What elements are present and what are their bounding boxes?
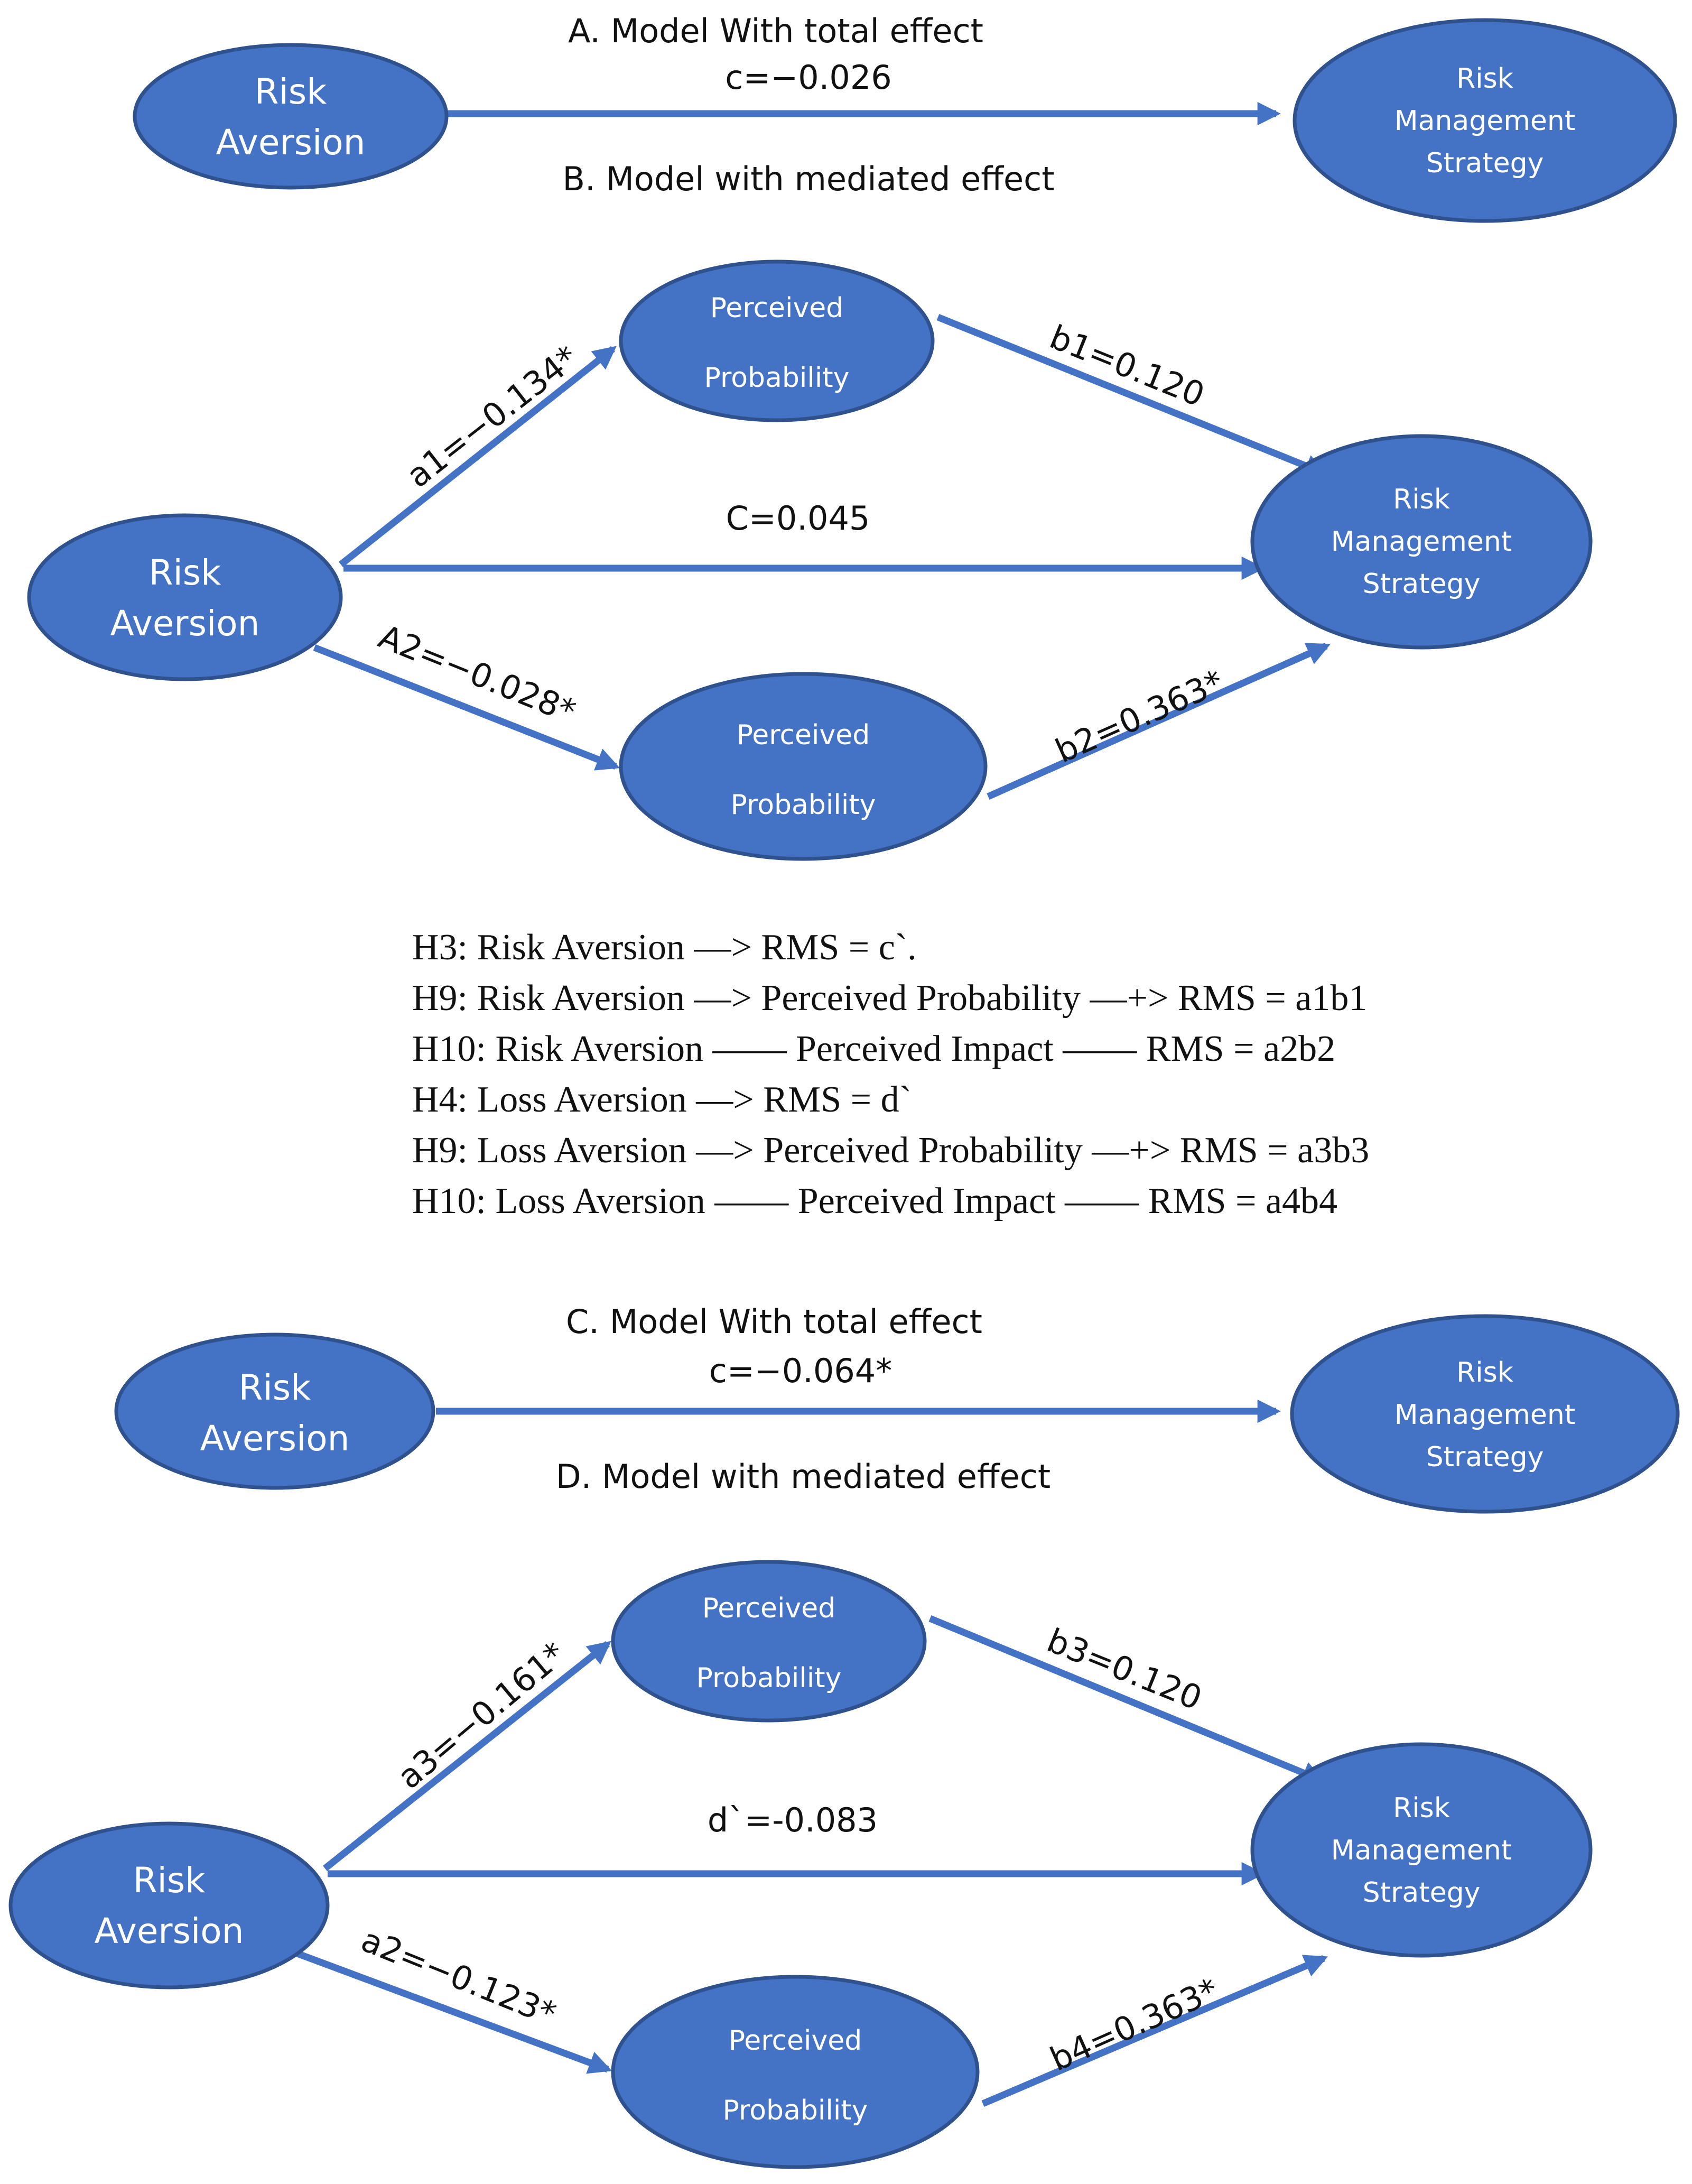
panel-d-path-a3-label: a3=−0.161* <box>390 1634 573 1797</box>
node-label: Strategy <box>1363 568 1481 600</box>
panel-b-path-b1-arrow <box>936 313 1328 477</box>
node-label: Strategy <box>1426 147 1544 179</box>
node-label: Strategy <box>1426 1441 1544 1473</box>
panel-b-path-a1-label: a1=−0.134* <box>399 338 585 495</box>
node-label: Risk <box>1393 1792 1450 1824</box>
panel-d-path-a3-arrow <box>322 1641 611 1872</box>
panel-d-path-b4-arrow <box>981 1955 1328 2107</box>
panel-d-rms-node: Risk Management Strategy <box>1250 1742 1593 1958</box>
rms-ellipse <box>1290 1314 1680 1514</box>
panel-c-risk-aversion-node: Risk Aversion <box>114 1332 435 1490</box>
node-label: Perceived <box>702 1593 836 1624</box>
panel-b-risk-aversion-node: Risk Aversion <box>27 513 343 681</box>
hypothesis-line: H4: Loss Aversion —> RMS = d` <box>412 1079 912 1120</box>
hypothesis-line: H9: Loss Aversion —> Perceived Probabili… <box>412 1130 1370 1171</box>
panel-c-rms-node: Risk Management Strategy <box>1290 1314 1680 1514</box>
mediator-ellipse <box>619 672 988 861</box>
node-label: Risk <box>1393 484 1450 515</box>
node-label: Perceived <box>710 292 844 324</box>
panel-d-path-a2-arrow <box>294 1949 612 2074</box>
panel-a-rms-node: Risk Management Strategy <box>1293 18 1677 223</box>
risk-aversion-ellipse <box>133 43 449 190</box>
hypothesis-line: H10: Risk Aversion —— Perceived Impact —… <box>412 1029 1336 1069</box>
panel-d-path-b3-label: b3=0.120 <box>1042 1621 1207 1717</box>
hypothesis-line: H10: Loss Aversion —— Perceived Impact —… <box>412 1181 1338 1221</box>
node-label: Management <box>1394 1399 1576 1431</box>
panel-b-mediator-top-node: Perceived Probability <box>619 260 935 422</box>
panel-b: B. Model with mediated effect a1=−0.134*… <box>27 160 1593 861</box>
mediator-ellipse <box>619 260 935 422</box>
rms-ellipse <box>1250 1742 1593 1958</box>
node-label: Probability <box>704 362 850 394</box>
panel-c: C. Model With total effect c=−0.064* Ris… <box>114 1302 1680 1514</box>
hypothesis-line: H3: Risk Aversion —> RMS = c`. <box>412 927 917 968</box>
node-label: Aversion <box>216 122 365 163</box>
panel-b-path-b2-arrow <box>987 643 1331 800</box>
panel-d-path-d-label: d`=-0.083 <box>708 1801 878 1839</box>
hypotheses-list: H3: Risk Aversion —> RMS = c`. H9: Risk … <box>412 922 1522 1227</box>
mediator-ellipse <box>611 1560 927 1723</box>
panel-b-path-b2-label: b2=0.363* <box>1049 662 1229 771</box>
node-label: Management <box>1331 526 1512 558</box>
node-label: Aversion <box>200 1418 349 1459</box>
rms-ellipse <box>1293 18 1677 223</box>
panel-d-mediator-bottom-node: Perceived Probability <box>611 1975 980 2169</box>
panel-a-risk-aversion-node: Risk Aversion <box>133 43 449 190</box>
panel-a-path-c-label: c=−0.026 <box>725 58 891 97</box>
risk-aversion-ellipse <box>8 1821 330 1989</box>
node-label: Perceived <box>729 2025 862 2057</box>
node-label: Aversion <box>94 1911 244 1951</box>
panel-d-risk-aversion-node: Risk Aversion <box>8 1821 330 1989</box>
panel-b-path-a2-arrow <box>313 644 620 771</box>
node-label: Risk <box>149 552 222 593</box>
panel-d-mediator-top-node: Perceived Probability <box>611 1560 927 1723</box>
panel-a: A. Model With total effect c=−0.026 Risk… <box>133 12 1677 223</box>
node-label: Probability <box>723 2095 868 2126</box>
node-label: Risk <box>239 1367 312 1408</box>
node-label: Strategy <box>1363 1877 1481 1909</box>
rms-ellipse <box>1250 434 1593 650</box>
mediator-ellipse <box>611 1975 980 2169</box>
panel-b-mediator-bottom-node: Perceived Probability <box>619 672 988 861</box>
panel-a-title: A. Model With total effect <box>568 12 983 50</box>
panel-d-path-b3-arrow <box>928 1615 1326 1784</box>
panel-d-title: D. Model with mediated effect <box>556 1457 1050 1496</box>
node-label: Risk <box>1456 63 1513 95</box>
panel-c-title: C. Model With total effect <box>566 1302 982 1341</box>
node-label: Probability <box>696 1662 842 1694</box>
panel-b-path-a1-arrow <box>338 346 617 568</box>
risk-aversion-ellipse <box>27 513 343 681</box>
node-label: Management <box>1331 1835 1512 1866</box>
panel-c-path-c-label: c=−0.064* <box>709 1352 892 1390</box>
node-label: Perceived <box>737 719 870 751</box>
panel-b-path-b1-label: b1=0.120 <box>1044 317 1210 414</box>
panel-b-rms-node: Risk Management Strategy <box>1250 434 1593 650</box>
risk-aversion-ellipse <box>114 1332 435 1490</box>
node-label: Risk <box>1456 1357 1513 1389</box>
node-label: Risk <box>133 1860 206 1901</box>
panel-b-title: B. Model with mediated effect <box>562 160 1054 198</box>
panel-b-path-c-label: C=0.045 <box>726 499 870 538</box>
panel-d-path-b4-label: b4=0.363* <box>1044 1970 1224 2079</box>
node-label: Management <box>1394 105 1576 137</box>
node-label: Aversion <box>110 603 259 644</box>
node-label: Probability <box>731 789 876 821</box>
node-label: Risk <box>255 71 328 112</box>
hypothesis-line: H9: Risk Aversion —> Perceived Probabili… <box>412 978 1368 1019</box>
panel-d: D. Model with mediated effect a3=−0.161*… <box>8 1457 1593 2169</box>
